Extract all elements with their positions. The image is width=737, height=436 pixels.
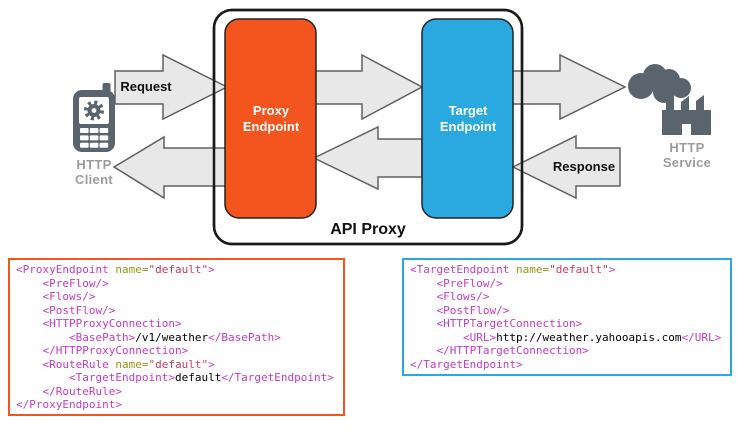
request-label: Request — [120, 79, 172, 94]
response-label: Response — [552, 159, 616, 174]
code-line: <TargetEndpoint>default</TargetEndpoint> — [16, 371, 334, 384]
code-line: </ProxyEndpoint> — [16, 398, 122, 411]
proxy-endpoint-code-block: <ProxyEndpoint name="default"> <PreFlow/… — [8, 258, 345, 416]
code-line: <URL>http://weather.yahooapis.com</URL> — [410, 330, 722, 344]
target-to-service-arrow — [511, 53, 627, 121]
api-proxy-box-border — [212, 8, 524, 246]
code-line: <Flows/> — [16, 290, 96, 303]
target-to-proxy-arrow — [312, 125, 423, 191]
code-line: <HTTPProxyConnection> — [16, 317, 182, 330]
code-line: <HTTPTargetConnection> — [410, 317, 583, 330]
code-line: </HTTPProxyConnection> — [16, 344, 189, 357]
http-client-phone-icon — [73, 83, 115, 152]
code-line: </TargetEndpoint> — [410, 357, 523, 371]
target-endpoint-box — [421, 18, 514, 219]
http-service-factory-icon — [628, 64, 711, 135]
code-line: <PreFlow/> — [410, 276, 503, 290]
code-line: </HTTPTargetConnection> — [410, 344, 589, 357]
target-endpoint-label: Target Endpoint — [439, 103, 497, 134]
code-line: <BasePath>/v1/weather</BasePath> — [16, 330, 281, 344]
http-client-label: HTTP Client — [75, 157, 113, 187]
target-endpoint-code-block: <TargetEndpoint name="default"> <PreFlow… — [402, 258, 732, 376]
code-line: <ProxyEndpoint name="default"> — [16, 263, 215, 276]
code-line: <PostFlow/> — [410, 303, 510, 317]
proxy-endpoint-box — [224, 18, 317, 219]
code-line: <PreFlow/> — [16, 276, 109, 290]
diagram-canvas — [73, 8, 711, 246]
proxy-endpoint-label: Proxy Endpoint — [242, 103, 300, 134]
response-arrow — [511, 134, 621, 200]
code-line: <TargetEndpoint name="default"> — [410, 263, 616, 276]
request-arrow — [114, 53, 229, 121]
code-line: <Flows/> — [410, 290, 490, 303]
code-line: <RouteRule name="default"> — [16, 357, 215, 371]
http-service-label: HTTP Service — [662, 140, 712, 170]
api-proxy-label: API Proxy — [330, 221, 406, 238]
proxy-to-target-arrow — [312, 53, 424, 121]
proxy-to-client-arrow — [112, 135, 229, 200]
code-line: </RouteRule> — [16, 384, 122, 398]
code-line: <PostFlow/> — [16, 303, 116, 317]
